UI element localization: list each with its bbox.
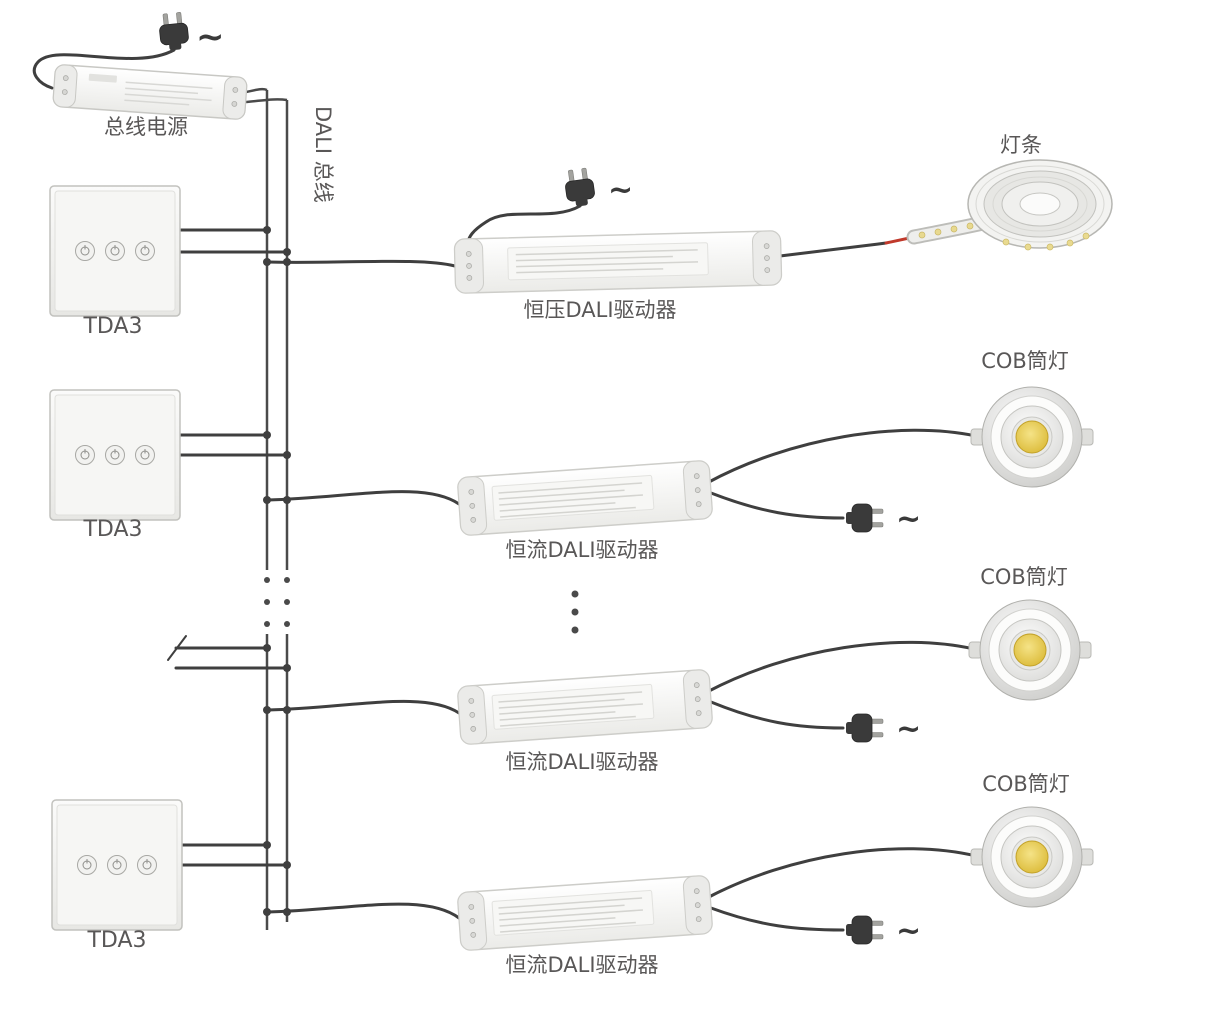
dali-bus-label: DALI 总线 xyxy=(311,106,335,203)
cob-downlight-1 xyxy=(970,386,1094,488)
wire-cc3-to-plug3 xyxy=(709,906,845,932)
ac-symbol-cc2: ~ xyxy=(896,712,921,747)
wire-cc2-to-plug2 xyxy=(709,700,845,730)
tda3-panel-3 xyxy=(52,800,182,930)
wire-bus-to-cc1 xyxy=(266,490,461,506)
cc-dali-driver-1 xyxy=(456,459,714,537)
ac-symbol-cc1: ~ xyxy=(896,502,921,537)
mains-plug-icon-cc3 xyxy=(845,915,884,945)
ac-symbol-cv: ~ xyxy=(608,173,633,208)
cob-label-2: COB筒灯 xyxy=(980,565,1068,589)
wire-bus-to-cv xyxy=(266,259,457,268)
driver-continuation-dots xyxy=(571,590,579,634)
tda3-panel-2 xyxy=(50,390,180,520)
wire-cc1-to-cob1 xyxy=(705,428,978,485)
cc-driver-label-3: 恒流DALI驱动器 xyxy=(505,953,658,977)
ac-symbol-cc3: ~ xyxy=(896,914,921,949)
cc-dali-driver-3 xyxy=(456,874,714,952)
bus-power-label: 总线电源 xyxy=(104,115,188,139)
cob-downlight-2 xyxy=(968,599,1092,701)
junction-dots xyxy=(263,226,291,916)
tda3-panel-1 xyxy=(50,186,180,316)
ac-symbol-top: ~ xyxy=(196,17,225,57)
cc-dali-driver-2 xyxy=(456,668,714,746)
cc-driver-label-2: 恒流DALI驱动器 xyxy=(505,750,658,774)
cob-label-1: COB筒灯 xyxy=(981,349,1069,373)
mains-plug-icon-cc1 xyxy=(845,503,884,533)
cob-downlight-3 xyxy=(970,806,1094,908)
wire-stub-break xyxy=(167,635,187,661)
wire-bus-to-cc3 xyxy=(266,902,461,920)
wire-plug-to-bus-power xyxy=(32,48,176,90)
cv-driver-label: 恒压DALI驱动器 xyxy=(523,298,676,322)
tda3-label-3: TDA3 xyxy=(86,928,146,953)
dali-bus-lines xyxy=(245,87,289,930)
led-strip-label: 灯条 xyxy=(1000,133,1042,157)
wire-cc1-to-plug1 xyxy=(709,491,845,520)
wire-cvplug-cord xyxy=(466,204,582,244)
mains-plug-icon-top xyxy=(157,11,191,52)
mains-plug-icon-cv xyxy=(562,166,597,209)
wire-cc3-to-cob3 xyxy=(705,847,978,900)
bus-power-device xyxy=(52,64,248,120)
cob-label-3: COB筒灯 xyxy=(982,772,1070,796)
bus-continuation-dots xyxy=(264,577,290,627)
wire-bus-to-cc2 xyxy=(266,699,461,715)
mains-plug-icon-cc2 xyxy=(845,713,884,743)
wire-cc2-to-cob2 xyxy=(705,640,976,694)
wires xyxy=(32,48,978,932)
cv-dali-driver xyxy=(453,230,783,294)
wire-cv-to-strip xyxy=(778,241,888,258)
tda3-label-1: TDA3 xyxy=(82,314,142,339)
led-strip-roll xyxy=(967,159,1113,251)
led-strip xyxy=(884,159,1113,251)
tda3-label-2: TDA3 xyxy=(82,517,142,542)
cc-driver-label-1: 恒流DALI驱动器 xyxy=(505,538,658,562)
